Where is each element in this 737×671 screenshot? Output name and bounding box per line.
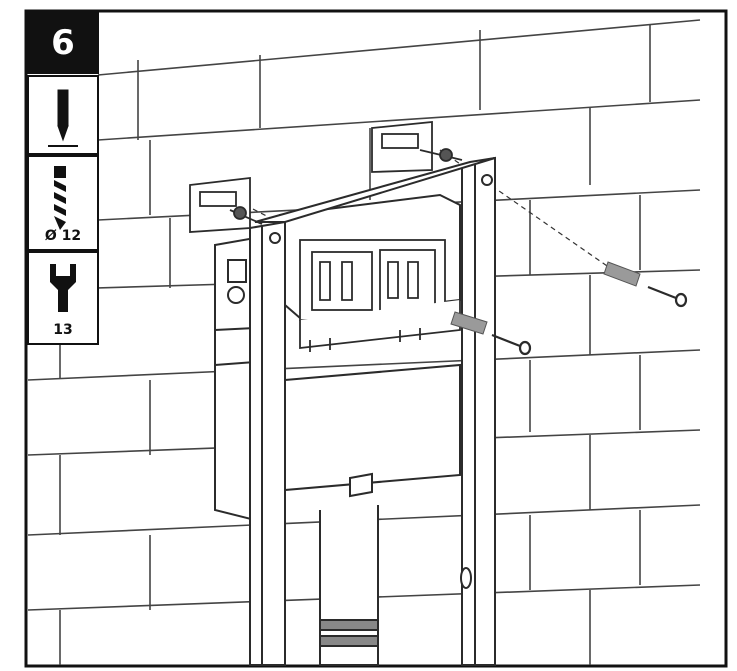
- drill-diameter-label: Ø 12: [44, 228, 82, 244]
- frame-upright-left: [249, 220, 286, 666]
- step-box-bg: [27, 12, 99, 74]
- frame-top-crossbar: [254, 157, 496, 223]
- pencil-marking-icon: [48, 89, 78, 147]
- flush-valve-mechanism: [299, 239, 461, 352]
- wall-bracket-right: [371, 121, 463, 173]
- frame-upright-right: [460, 156, 496, 666]
- step-number: 6: [51, 23, 75, 63]
- flush-pipe: [319, 472, 379, 666]
- drill-bit-icon: [54, 166, 66, 230]
- screw-upper: [647, 285, 688, 308]
- wrench-size-label: 13: [53, 322, 73, 338]
- wall-plug-lower: [450, 311, 488, 335]
- wrench-icon: [50, 264, 76, 312]
- screw-lower: [491, 333, 532, 356]
- wall-bracket-left: [189, 176, 263, 233]
- wall-plug-upper: [603, 261, 641, 287]
